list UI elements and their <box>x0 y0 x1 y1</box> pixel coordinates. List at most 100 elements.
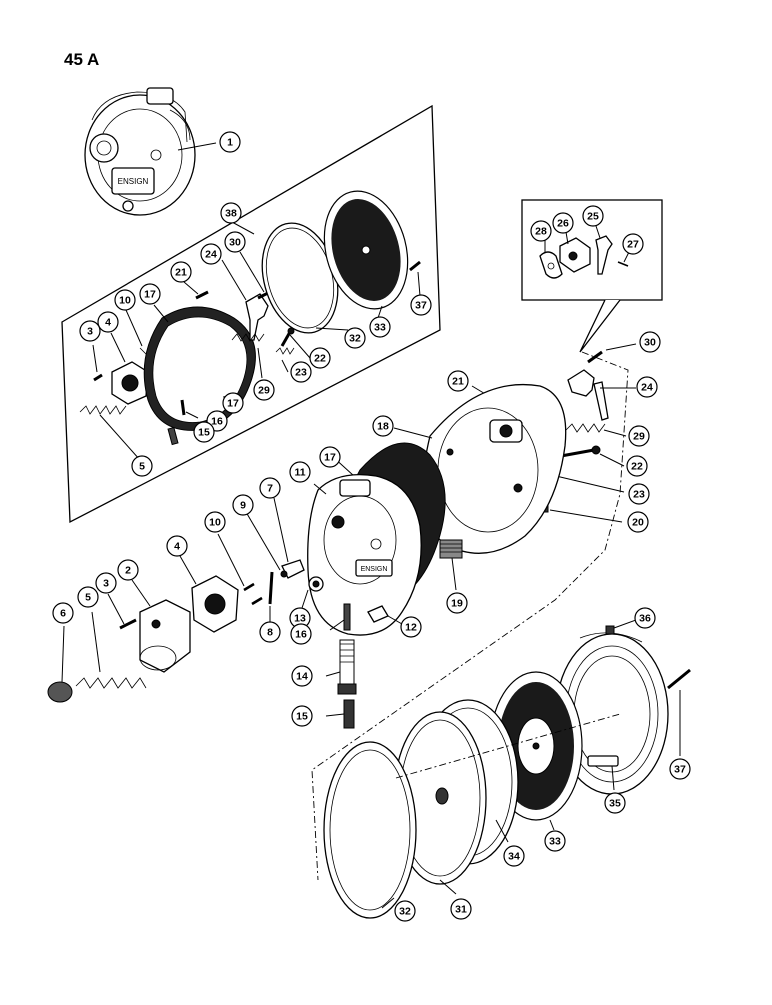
callout-23: 23 <box>628 483 650 505</box>
main-gasket-32 <box>323 741 417 919</box>
callout-number: 14 <box>296 671 308 683</box>
kit-leader-38 <box>231 221 255 235</box>
callout-15: 15 <box>291 705 313 727</box>
callout-circle <box>447 370 469 392</box>
callout-number: 26 <box>557 218 569 230</box>
kit-valve-4 <box>110 332 149 405</box>
callout-circle <box>224 231 246 253</box>
callout-21: 21 <box>170 261 192 283</box>
cap-6 <box>47 625 73 703</box>
callout-19: 19 <box>446 592 468 614</box>
callout-number: 20 <box>632 517 644 529</box>
callout-circle <box>166 535 188 557</box>
kit-gasket-32 <box>261 222 349 334</box>
callout-number: 34 <box>508 851 520 863</box>
callout-number: 30 <box>229 237 241 249</box>
kit-screw-3 <box>92 344 103 382</box>
main-strainer-15 <box>325 699 355 729</box>
callout-7: 7 <box>259 477 281 499</box>
callout-number: 16 <box>211 416 223 428</box>
callout-25: 25 <box>582 205 604 227</box>
callout-37: 37 <box>410 294 432 316</box>
callout-circle <box>95 572 117 594</box>
callout-number: 24 <box>641 382 653 394</box>
callout-number: 15 <box>198 427 210 439</box>
callout-9: 9 <box>232 494 254 516</box>
callout-20: 20 <box>627 511 649 533</box>
callout-33: 33 <box>544 830 566 852</box>
cover-2 <box>131 579 191 673</box>
callout-number: 13 <box>294 613 306 625</box>
callout-number: 21 <box>175 267 187 279</box>
callout-circle <box>79 320 101 342</box>
part-14 <box>325 639 357 695</box>
callout-number: 24 <box>205 249 217 261</box>
callout-11: 11 <box>289 461 311 483</box>
main-nut-20 <box>539 503 623 523</box>
main-screw-10 <box>217 533 263 606</box>
part-36 <box>605 619 637 635</box>
callout-number: 18 <box>377 421 389 433</box>
callout-17: 17 <box>139 283 161 305</box>
callout-10: 10 <box>114 289 136 311</box>
callout-circle <box>77 586 99 608</box>
main-valve-4 <box>179 555 239 633</box>
callout-circle <box>232 494 254 516</box>
callout-16: 16 <box>290 623 312 645</box>
callout-21: 21 <box>447 370 469 392</box>
callout-10: 10 <box>204 511 226 533</box>
callout-24: 24 <box>636 376 658 398</box>
callout-circle <box>170 261 192 283</box>
main-screw-3 <box>107 593 137 630</box>
callout-number: 32 <box>399 906 411 918</box>
callout-number: 27 <box>627 239 639 251</box>
callout-circle <box>114 289 136 311</box>
page-label: 45 A <box>64 50 100 69</box>
callout-circle <box>253 379 275 401</box>
callout-circle <box>291 665 313 687</box>
callout-circle <box>117 559 139 581</box>
pin-8 <box>268 571 274 622</box>
callout-number: 22 <box>314 353 326 365</box>
jet-16 <box>329 603 351 631</box>
housing-18 <box>393 383 567 554</box>
callout-26: 26 <box>552 212 574 234</box>
callout-circle <box>628 483 650 505</box>
callout-circle <box>259 621 281 643</box>
callout-circle <box>394 900 416 922</box>
callout-6: 6 <box>52 602 74 624</box>
callout-circle <box>400 616 422 638</box>
callout-circle <box>372 415 394 437</box>
callout-number: 37 <box>674 764 686 776</box>
callout-number: 36 <box>639 613 651 625</box>
callout-circle <box>290 623 312 645</box>
kit-screw-22 <box>280 327 311 359</box>
complete-assembly: ENSIGN <box>84 87 217 216</box>
callout-circle <box>344 327 366 349</box>
callout-15: 15 <box>193 421 215 443</box>
callout-number: 8 <box>267 627 273 639</box>
callout-4: 4 <box>97 311 119 333</box>
callout-layer: 1383024211710433733322229231716155282625… <box>52 131 691 922</box>
main-screw-30 <box>587 343 637 364</box>
callout-2: 2 <box>117 559 139 581</box>
callout-33: 33 <box>369 316 391 338</box>
callout-number: 25 <box>587 211 599 223</box>
callout-circle <box>544 830 566 852</box>
callout-23: 23 <box>290 361 312 383</box>
callout-circle <box>503 845 525 867</box>
callout-number: 7 <box>267 483 273 495</box>
kit-screw-21 <box>183 281 209 300</box>
callout-circle <box>639 331 661 353</box>
callout-38: 38 <box>220 202 242 224</box>
kit-panel <box>61 104 441 524</box>
callout-number: 21 <box>452 376 464 388</box>
callout-circle <box>309 347 331 369</box>
callout-circle <box>131 455 153 477</box>
callout-22: 22 <box>309 347 331 369</box>
main-spring-5 <box>75 611 147 689</box>
callout-circle <box>193 421 215 443</box>
callout-circle <box>220 202 242 224</box>
main-spring-29 <box>565 423 627 437</box>
